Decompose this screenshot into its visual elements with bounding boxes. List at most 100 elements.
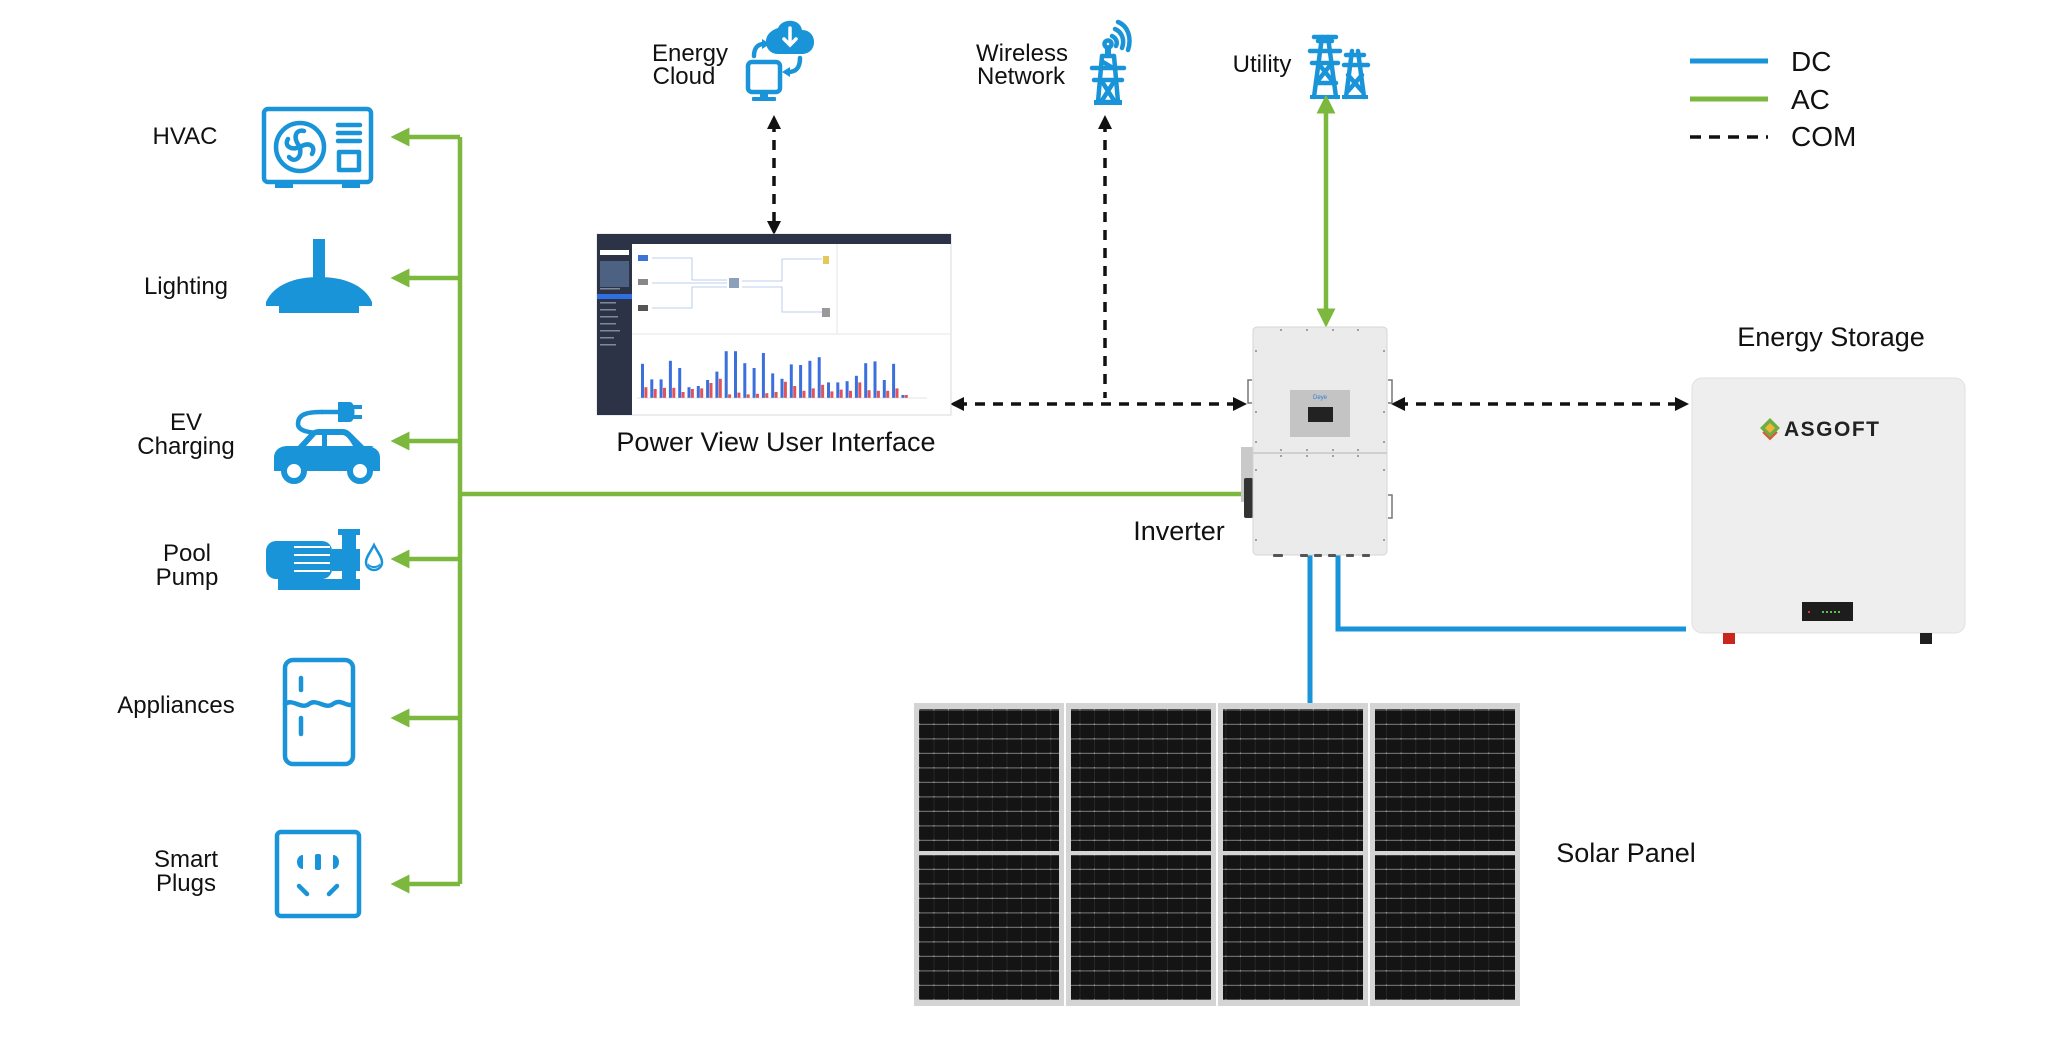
mini-chart-bar-production — [789, 364, 793, 398]
inverter-device: Deye — [1241, 326, 1393, 557]
utility-node: Utility — [1233, 34, 1371, 100]
power-view-ui-label: Power View User Interface — [616, 427, 935, 457]
mini-chart-bar-production — [854, 375, 858, 398]
energy-storage-label: Energy Storage — [1737, 322, 1925, 352]
solar-panel-upper-cells — [1071, 709, 1211, 851]
mini-chart-bar-production — [715, 371, 719, 398]
inverter-brand: Deye — [1313, 395, 1328, 401]
mini-chart-bar-consumption — [793, 386, 797, 398]
mini-chart-bar-consumption — [700, 388, 704, 398]
solar-panel-array — [914, 703, 1520, 1006]
air-conditioner-icon — [261, 106, 374, 188]
mini-chart-bar-consumption — [672, 387, 676, 398]
solar-panel-lower-cells — [919, 855, 1059, 1000]
wireless-network-label-line1: Wireless — [976, 40, 1068, 67]
solar-panel-lower-cells — [1375, 855, 1515, 1000]
legend-ac-label: AC — [1791, 84, 1830, 115]
mini-chart-bar-consumption — [904, 395, 908, 398]
mini-chart-bar-consumption — [839, 389, 843, 398]
mini-chart-bar-production — [780, 378, 784, 398]
solar-panel-lower-cells — [1223, 855, 1363, 1000]
mini-chart-bar-production — [761, 353, 765, 398]
mini-chart-bar-production — [864, 363, 868, 398]
mini-chart-bar-production — [845, 381, 849, 398]
solar-panel-lower-cells — [1071, 855, 1211, 1000]
mini-chart-bar-production — [724, 351, 728, 398]
legend-com-label: COM — [1791, 121, 1856, 152]
mini-chart-bar-consumption — [756, 393, 759, 398]
solar-panel-upper-cells — [1375, 709, 1515, 851]
load-label-ev-charging-line1: EV — [170, 409, 202, 436]
mini-chart-bar-production — [873, 361, 877, 398]
mini-chart-bar-consumption — [802, 390, 806, 398]
mini-chart-bar-consumption — [663, 387, 666, 398]
mini-chart-bar-production — [752, 368, 756, 398]
inverter-screen — [1308, 407, 1333, 422]
ac-load-bus — [390, 127, 1251, 894]
legend-dc-label: DC — [1791, 46, 1831, 77]
mini-chart-bar-production — [696, 386, 700, 398]
mini-chart-bar-production — [882, 380, 886, 398]
legend-item-dc: DC — [1690, 46, 1831, 77]
solar-panel-upper-cells — [919, 709, 1059, 851]
mini-chart-bar-production — [706, 380, 710, 398]
energy-cloud-node: Energy Cloud — [652, 20, 814, 101]
mini-chart-bar-production — [799, 365, 803, 398]
load-label-ev-charging-line2: Charging — [137, 433, 234, 460]
mini-chart-bar-production — [808, 360, 812, 398]
cloud-computer-icon — [745, 20, 814, 101]
mini-chart-bar-production — [641, 363, 644, 398]
energy-cloud-label-line2: Cloud — [653, 63, 716, 90]
electric-car-icon — [274, 402, 380, 484]
mini-chart-bar-consumption — [709, 383, 713, 398]
power-view-user-interface-screenshot — [596, 233, 952, 416]
mini-chart-bar-consumption — [821, 384, 825, 398]
inverter-label: Inverter — [1133, 516, 1225, 546]
legend: DC AC COM — [1690, 46, 1856, 152]
mini-chart-bar-consumption — [746, 394, 750, 398]
wireless-network-node: Wireless Network — [976, 19, 1132, 105]
energy-storage-brand: ASGOFT — [1784, 418, 1881, 441]
mini-chart-bar-production — [771, 373, 775, 398]
solar-panel-upper-cells — [1223, 709, 1363, 851]
mini-chart-bar-consumption — [728, 394, 732, 398]
mini-chart-bar-consumption — [858, 382, 862, 398]
dc-storage-to-inverter — [1335, 553, 1686, 632]
wireless-network-label-line2: Network — [977, 63, 1066, 90]
load-label-hvac: HVAC — [153, 123, 218, 150]
power-pylon-icon — [1307, 34, 1371, 100]
mini-chart-bar-production — [678, 368, 682, 398]
mini-chart-bar-production — [734, 351, 737, 398]
water-pump-icon — [266, 529, 384, 590]
mini-chart-bar-production — [743, 363, 747, 398]
load-label-pool-pump-line1: Pool — [163, 540, 211, 567]
signal-tower-icon — [1089, 19, 1132, 105]
mini-chart-bar-production — [827, 382, 830, 398]
load-label-smart-plugs-line1: Smart — [154, 846, 218, 873]
mini-chart-bar-consumption — [681, 392, 685, 398]
load-label-smart-plugs-line2: Plugs — [156, 870, 216, 897]
mini-chart-bar-production — [659, 379, 663, 398]
mini-chart-bar-production — [817, 357, 821, 398]
load-label-lighting: Lighting — [144, 273, 228, 300]
mini-chart-bar-consumption — [737, 392, 741, 398]
mini-chart-bar-consumption — [811, 388, 815, 398]
ceiling-lamp-icon — [266, 239, 372, 313]
refrigerator-icon — [282, 657, 356, 767]
mini-chart-bar-consumption — [644, 387, 648, 398]
mini-chart-bar-consumption — [849, 390, 852, 398]
mini-chart-bar-production — [650, 379, 654, 398]
mini-chart-bar-production — [687, 387, 691, 398]
mini-flow-diagram — [652, 257, 822, 313]
legend-item-com: COM — [1690, 121, 1856, 152]
mini-chart-bar-consumption — [774, 392, 778, 398]
mini-chart-bar-consumption — [783, 381, 787, 398]
mini-chart-bar-consumption — [886, 390, 890, 398]
mini-chart-bar-consumption — [830, 391, 834, 398]
solar-panel-label: Solar Panel — [1556, 838, 1696, 868]
asgoft-logo-icon — [1760, 418, 1780, 441]
utility-label: Utility — [1233, 51, 1292, 78]
legend-item-ac: AC — [1690, 84, 1830, 115]
mini-chart-bar-consumption — [718, 378, 722, 398]
